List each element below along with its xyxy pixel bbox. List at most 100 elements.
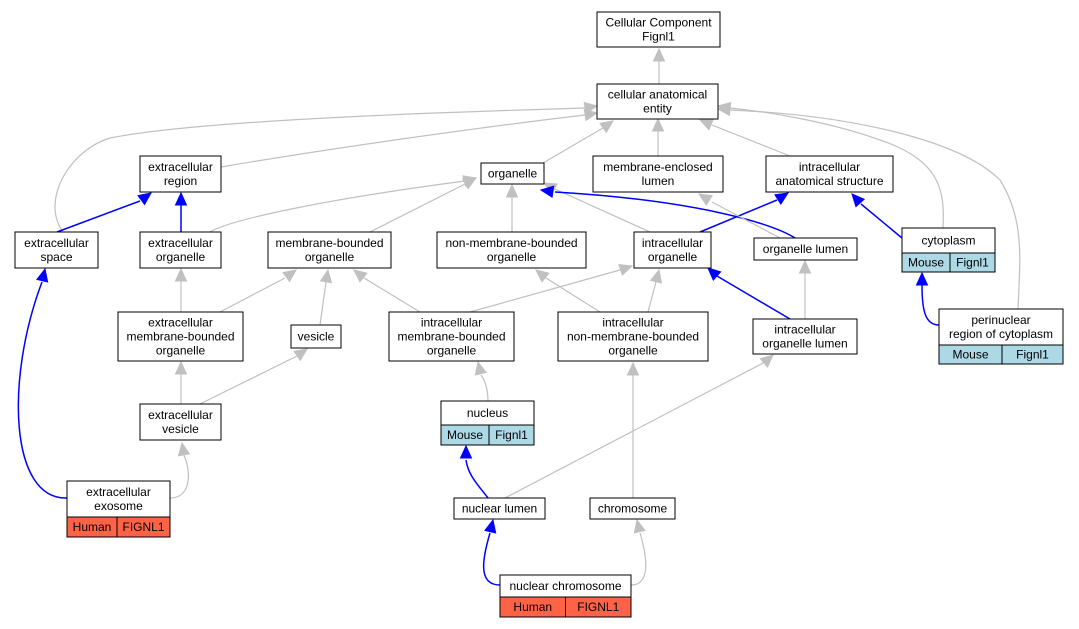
node-label: cytoplasm bbox=[921, 234, 975, 248]
node-label: non-membrane-bounded bbox=[445, 236, 577, 250]
arrowhead bbox=[707, 267, 722, 281]
node-box bbox=[267, 231, 392, 269]
arrowhead bbox=[698, 119, 714, 131]
arrowhead bbox=[319, 268, 333, 284]
node-vesicle[interactable]: vesicle bbox=[290, 324, 342, 349]
edge-nuclumen-to-icorglumen bbox=[504, 354, 774, 499]
node-box bbox=[589, 497, 676, 520]
edge-nucchrom-to-chromosome bbox=[630, 518, 647, 586]
arrowhead bbox=[649, 268, 663, 284]
gene-label: FIGNL1 bbox=[577, 600, 619, 614]
arrowhead bbox=[915, 271, 929, 286]
edge-orglumen-to-organelle bbox=[539, 185, 796, 239]
edge-icmb-to-membound bbox=[353, 269, 421, 313]
arrowhead bbox=[459, 444, 473, 459]
arrowhead bbox=[174, 267, 188, 282]
node-organelle[interactable]: organelle bbox=[480, 162, 545, 185]
node-label: Fignl1 bbox=[642, 30, 675, 44]
edge-exosome-to-ecspace bbox=[17, 267, 68, 499]
species-label: Mouse bbox=[447, 428, 483, 442]
arrowhead bbox=[174, 191, 188, 206]
node-label: extracellular bbox=[86, 485, 151, 499]
node-label: membrane-bounded bbox=[126, 330, 234, 344]
edge-memlumen-to-anat bbox=[651, 117, 665, 156]
edge-ecregion-to-anat bbox=[220, 108, 599, 168]
node-label: perinuclear bbox=[971, 313, 1030, 327]
node-label: chromosome bbox=[598, 502, 668, 516]
edge-membound-to-organelle bbox=[369, 177, 478, 233]
node-label: space bbox=[40, 250, 72, 264]
node-icnonmb[interactable]: intracellularnon-membrane-boundedorganel… bbox=[557, 311, 709, 362]
edge-anat-to-root bbox=[652, 47, 666, 84]
node-label: vesicle bbox=[298, 330, 335, 344]
node-label: entity bbox=[643, 102, 672, 116]
arrowhead bbox=[599, 120, 614, 134]
gene-badge bbox=[1001, 344, 1064, 365]
edge-ecorg-to-ecregion bbox=[174, 191, 188, 232]
edge-vesicle-to-membound bbox=[319, 268, 333, 326]
node-nuclumen[interactable]: nuclear lumen bbox=[453, 497, 546, 520]
gene-badge bbox=[116, 516, 171, 538]
node-box bbox=[139, 403, 222, 441]
edge-chromosome-to-icnonmb bbox=[626, 361, 640, 498]
node-label: organelle bbox=[427, 344, 477, 358]
node-label: intracellular bbox=[602, 316, 663, 330]
node-label: nuclear chromosome bbox=[509, 579, 621, 593]
node-label: anatomical structure bbox=[775, 174, 883, 188]
gene-badge bbox=[565, 596, 632, 618]
node-box bbox=[290, 324, 342, 349]
node-box bbox=[765, 155, 894, 193]
node-label: non-membrane-bounded bbox=[567, 330, 699, 344]
arrowhead bbox=[539, 185, 555, 198]
node-label: organelle bbox=[488, 167, 538, 181]
edge-ecspace-to-anat bbox=[54, 101, 599, 233]
edge-perinuc-to-anat bbox=[716, 103, 1021, 310]
node-box bbox=[596, 11, 721, 48]
node-orglumen[interactable]: organelle lumen bbox=[753, 237, 858, 261]
edge-ecvesicle-to-vesicle bbox=[199, 348, 308, 405]
edges-layer bbox=[17, 47, 1021, 586]
node-label: cellular anatomical bbox=[608, 88, 707, 102]
edge-icanat-to-anat bbox=[698, 119, 791, 157]
edge-icnonmb-to-icorg bbox=[647, 268, 663, 313]
arrowhead bbox=[177, 441, 191, 457]
arrowhead bbox=[716, 103, 731, 117]
arrowhead bbox=[484, 518, 497, 534]
arrowhead bbox=[759, 354, 774, 368]
node-box bbox=[117, 311, 244, 362]
edge-icorglumen-to-orglumen bbox=[798, 259, 812, 319]
edge-ecorg-to-organelle bbox=[209, 175, 478, 233]
node-box bbox=[752, 318, 858, 355]
gene-label: Fignl1 bbox=[495, 428, 528, 442]
gene-label: FIGNL1 bbox=[122, 520, 164, 534]
arrowhead bbox=[851, 193, 866, 208]
node-label: organelle lumen bbox=[763, 242, 848, 256]
gene-badge bbox=[488, 424, 535, 446]
node-label: organelle bbox=[156, 250, 206, 264]
node-label: nucleus bbox=[467, 406, 508, 420]
node-label: exosome bbox=[94, 499, 143, 513]
node-box bbox=[436, 231, 587, 269]
node-chromosome[interactable]: chromosome bbox=[589, 497, 676, 520]
node-label: organelle bbox=[156, 344, 206, 358]
